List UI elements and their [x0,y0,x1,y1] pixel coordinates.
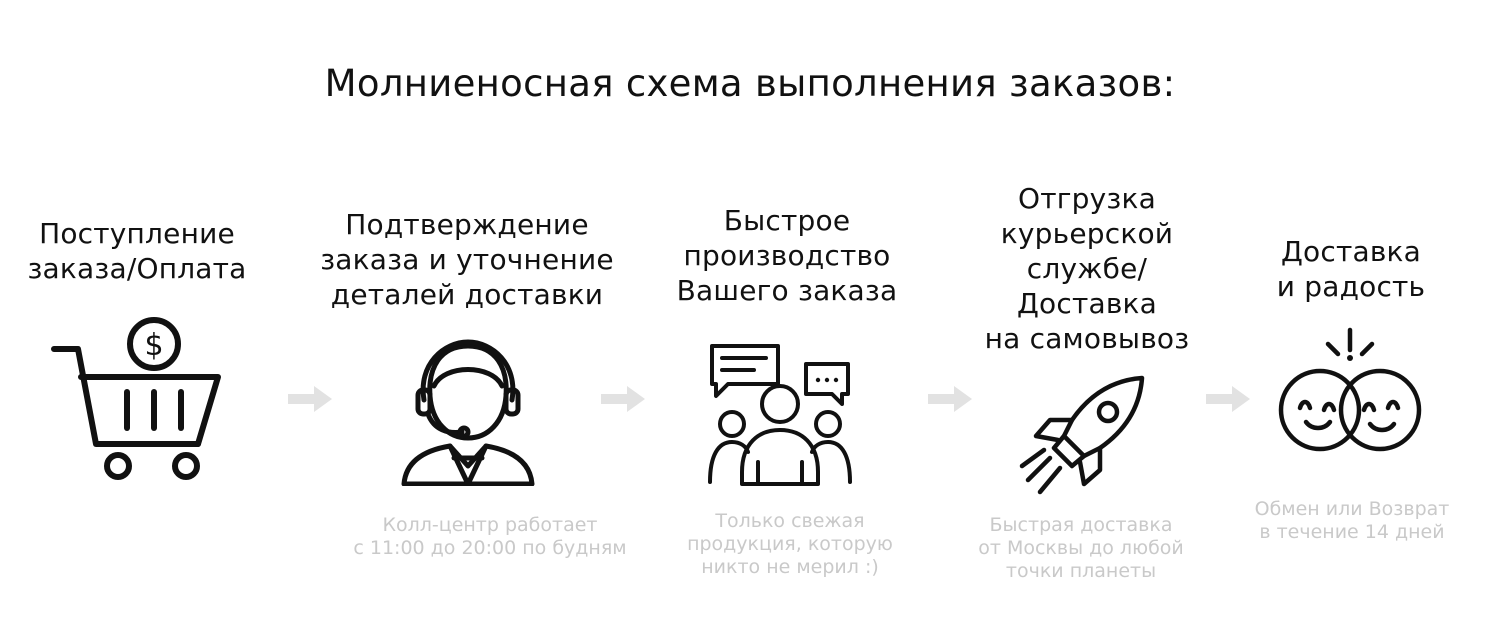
arrow-right-icon-3 [928,386,972,412]
happy-faces-icon [1278,327,1422,452]
arrow-right-icon-1 [288,386,332,412]
step-4-title: Отгрузка курьерской службе/ Доставка на … [984,182,1190,355]
step-3-note: Только свежая продукция, которую никто н… [687,510,893,578]
arrow-right-icon-4 [1206,386,1250,412]
step-4-note: Быстрая доставка от Москвы до любой точк… [978,514,1184,582]
step-5-title: Доставка и радость [1276,235,1426,303]
step-5-note: Обмен или Возврат в течение 14 дней [1254,498,1450,543]
arrow-right-icon-2 [601,386,645,412]
diagram-title: Молниеносная схема выполнения заказов: [324,62,1176,105]
step-2-title: Подтверждение заказа и уточнение деталей… [320,208,614,311]
call-center-operator-icon [401,339,535,486]
shopping-cart-dollar-icon: $ [51,317,221,480]
step-3-title: Быстрое производство Вашего заказа [676,204,898,307]
rocket-icon [1019,375,1145,495]
team-discussion-icon [708,344,852,486]
step-1-title: Поступление заказа/Оплата [27,217,247,285]
step-2-note: Колл-центр работает с 11:00 до 20:00 по … [353,514,627,559]
svg-text:$: $ [144,328,163,363]
